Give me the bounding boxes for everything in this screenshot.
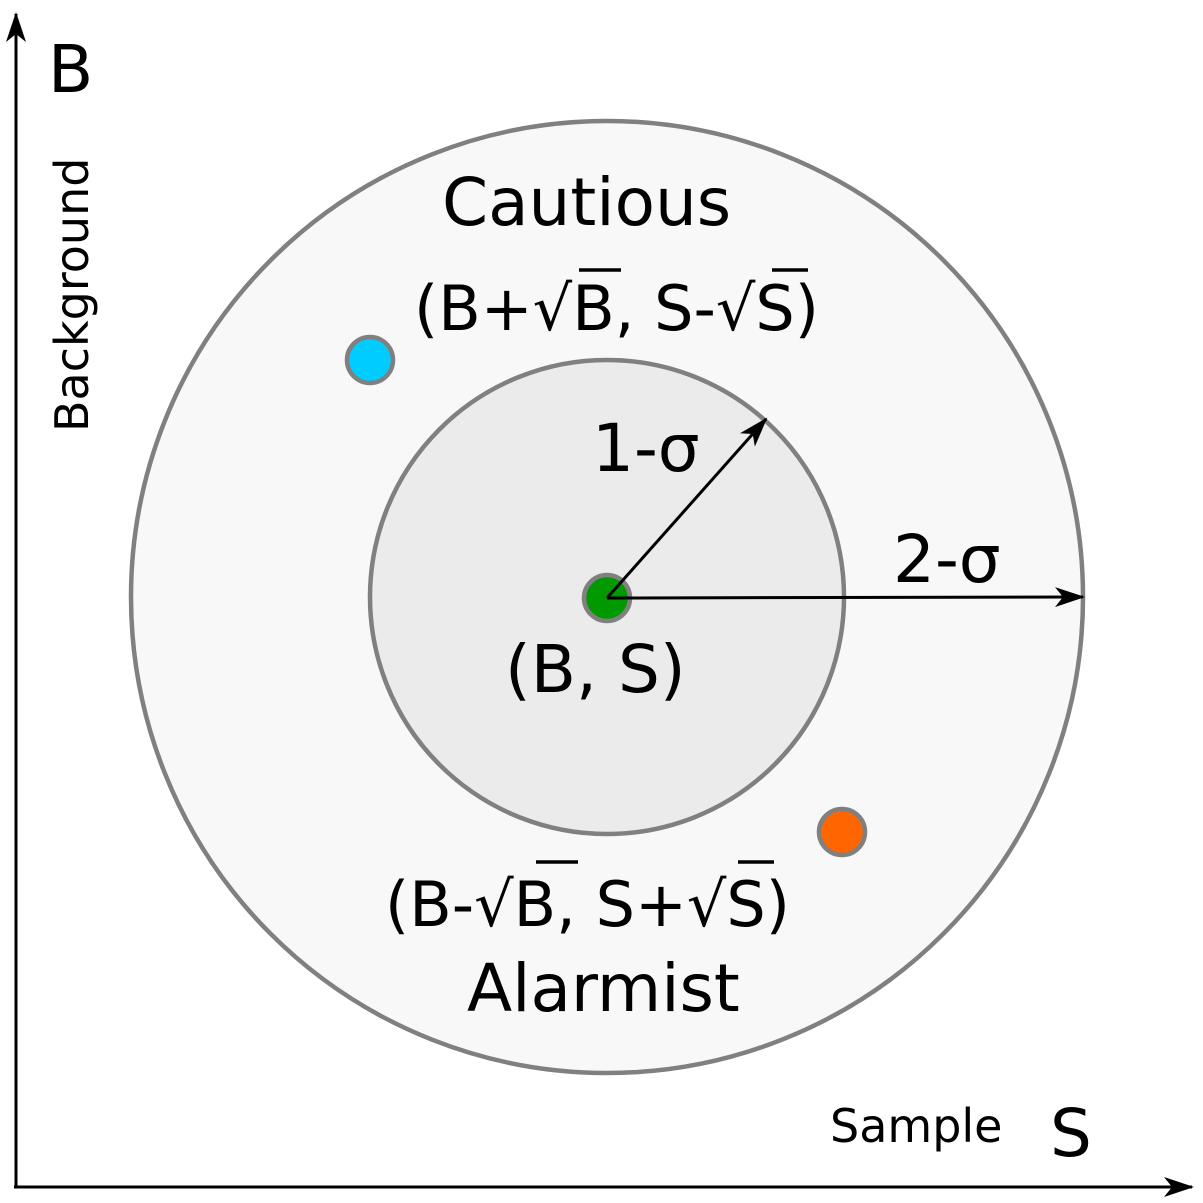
alarmist-sqrt-sign-b: √ — [474, 868, 514, 941]
two-sigma-arrow — [606, 587, 1085, 608]
center-label: (B, S) — [505, 631, 686, 708]
y-axis-label: Background — [45, 158, 99, 432]
cautious-coord-b: B — [572, 272, 615, 345]
alarmist-coordinates: (B-√B, S+√S) — [385, 868, 790, 941]
cautious-coord-s: S — [755, 272, 794, 345]
alarmist-coord-s: S — [726, 868, 765, 941]
alarmist-coord-mid: , S+ — [556, 868, 687, 941]
x-axis-label: Sample — [830, 1099, 1002, 1153]
one-sigma-label: 1-σ — [592, 410, 700, 487]
cautious-sqrt-sign-b: √ — [533, 272, 573, 345]
cautious-coord-mid: , S- — [615, 272, 716, 345]
alarmist-point — [816, 806, 868, 858]
alarmist-sqrt-sign-s: √ — [687, 868, 727, 941]
two-sigma-label: 2-σ — [893, 521, 1001, 598]
cautious-coord-open: (B+ — [414, 272, 533, 345]
cautious-coord-close: ) — [795, 272, 819, 345]
cautious-coordinates: (B+√B, S-√S) — [414, 272, 819, 345]
cautious-point — [344, 334, 396, 386]
alarmist-coord-close: ) — [766, 868, 790, 941]
cautious-sqrt-sign-s: √ — [716, 272, 756, 345]
alarmist-title: Alarmist — [467, 950, 740, 1027]
alarmist-coord-b: B — [514, 868, 557, 941]
x-axis-symbol: S — [1050, 1095, 1092, 1172]
one-sigma-arrow — [605, 417, 768, 599]
cautious-title: Cautious — [442, 164, 731, 241]
alarmist-coord-open: (B- — [385, 868, 474, 941]
y-axis-symbol: B — [48, 31, 93, 108]
